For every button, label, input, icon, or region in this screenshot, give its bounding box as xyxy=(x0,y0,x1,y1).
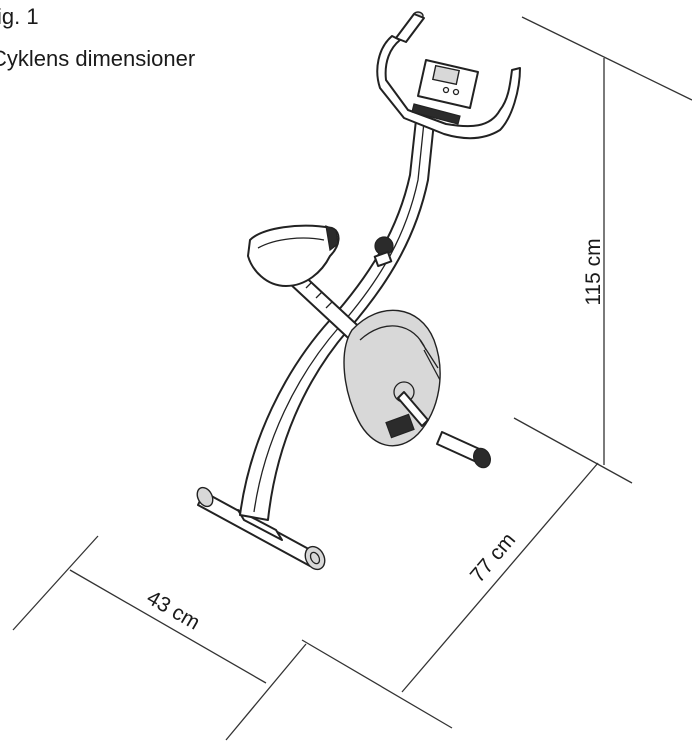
depth-dimension-line xyxy=(401,462,599,693)
resistance-knob xyxy=(373,236,394,268)
dimension-lines xyxy=(12,16,692,741)
figure-label: ig. 1 xyxy=(0,4,39,29)
width-left-extension-line xyxy=(12,535,99,631)
floor-extension-line xyxy=(513,417,633,484)
exercise-bike-illustration xyxy=(196,11,521,571)
rear-leg xyxy=(436,431,491,469)
front-corner-line xyxy=(225,643,307,741)
front-stabilizer xyxy=(196,486,326,571)
width-label: 43 cm xyxy=(143,586,204,635)
flywheel-housing xyxy=(343,309,441,447)
saddle xyxy=(247,224,340,287)
depth-label: 77 cm xyxy=(466,529,520,588)
console-display xyxy=(417,59,479,109)
figure-caption: Cyklens dimensioner xyxy=(0,46,196,71)
handlebar-assembly xyxy=(376,11,521,140)
top-extension-line xyxy=(521,16,692,101)
width-dimension-line xyxy=(69,569,267,684)
height-label: 115 cm xyxy=(582,238,605,305)
front-extension-line xyxy=(301,639,453,729)
